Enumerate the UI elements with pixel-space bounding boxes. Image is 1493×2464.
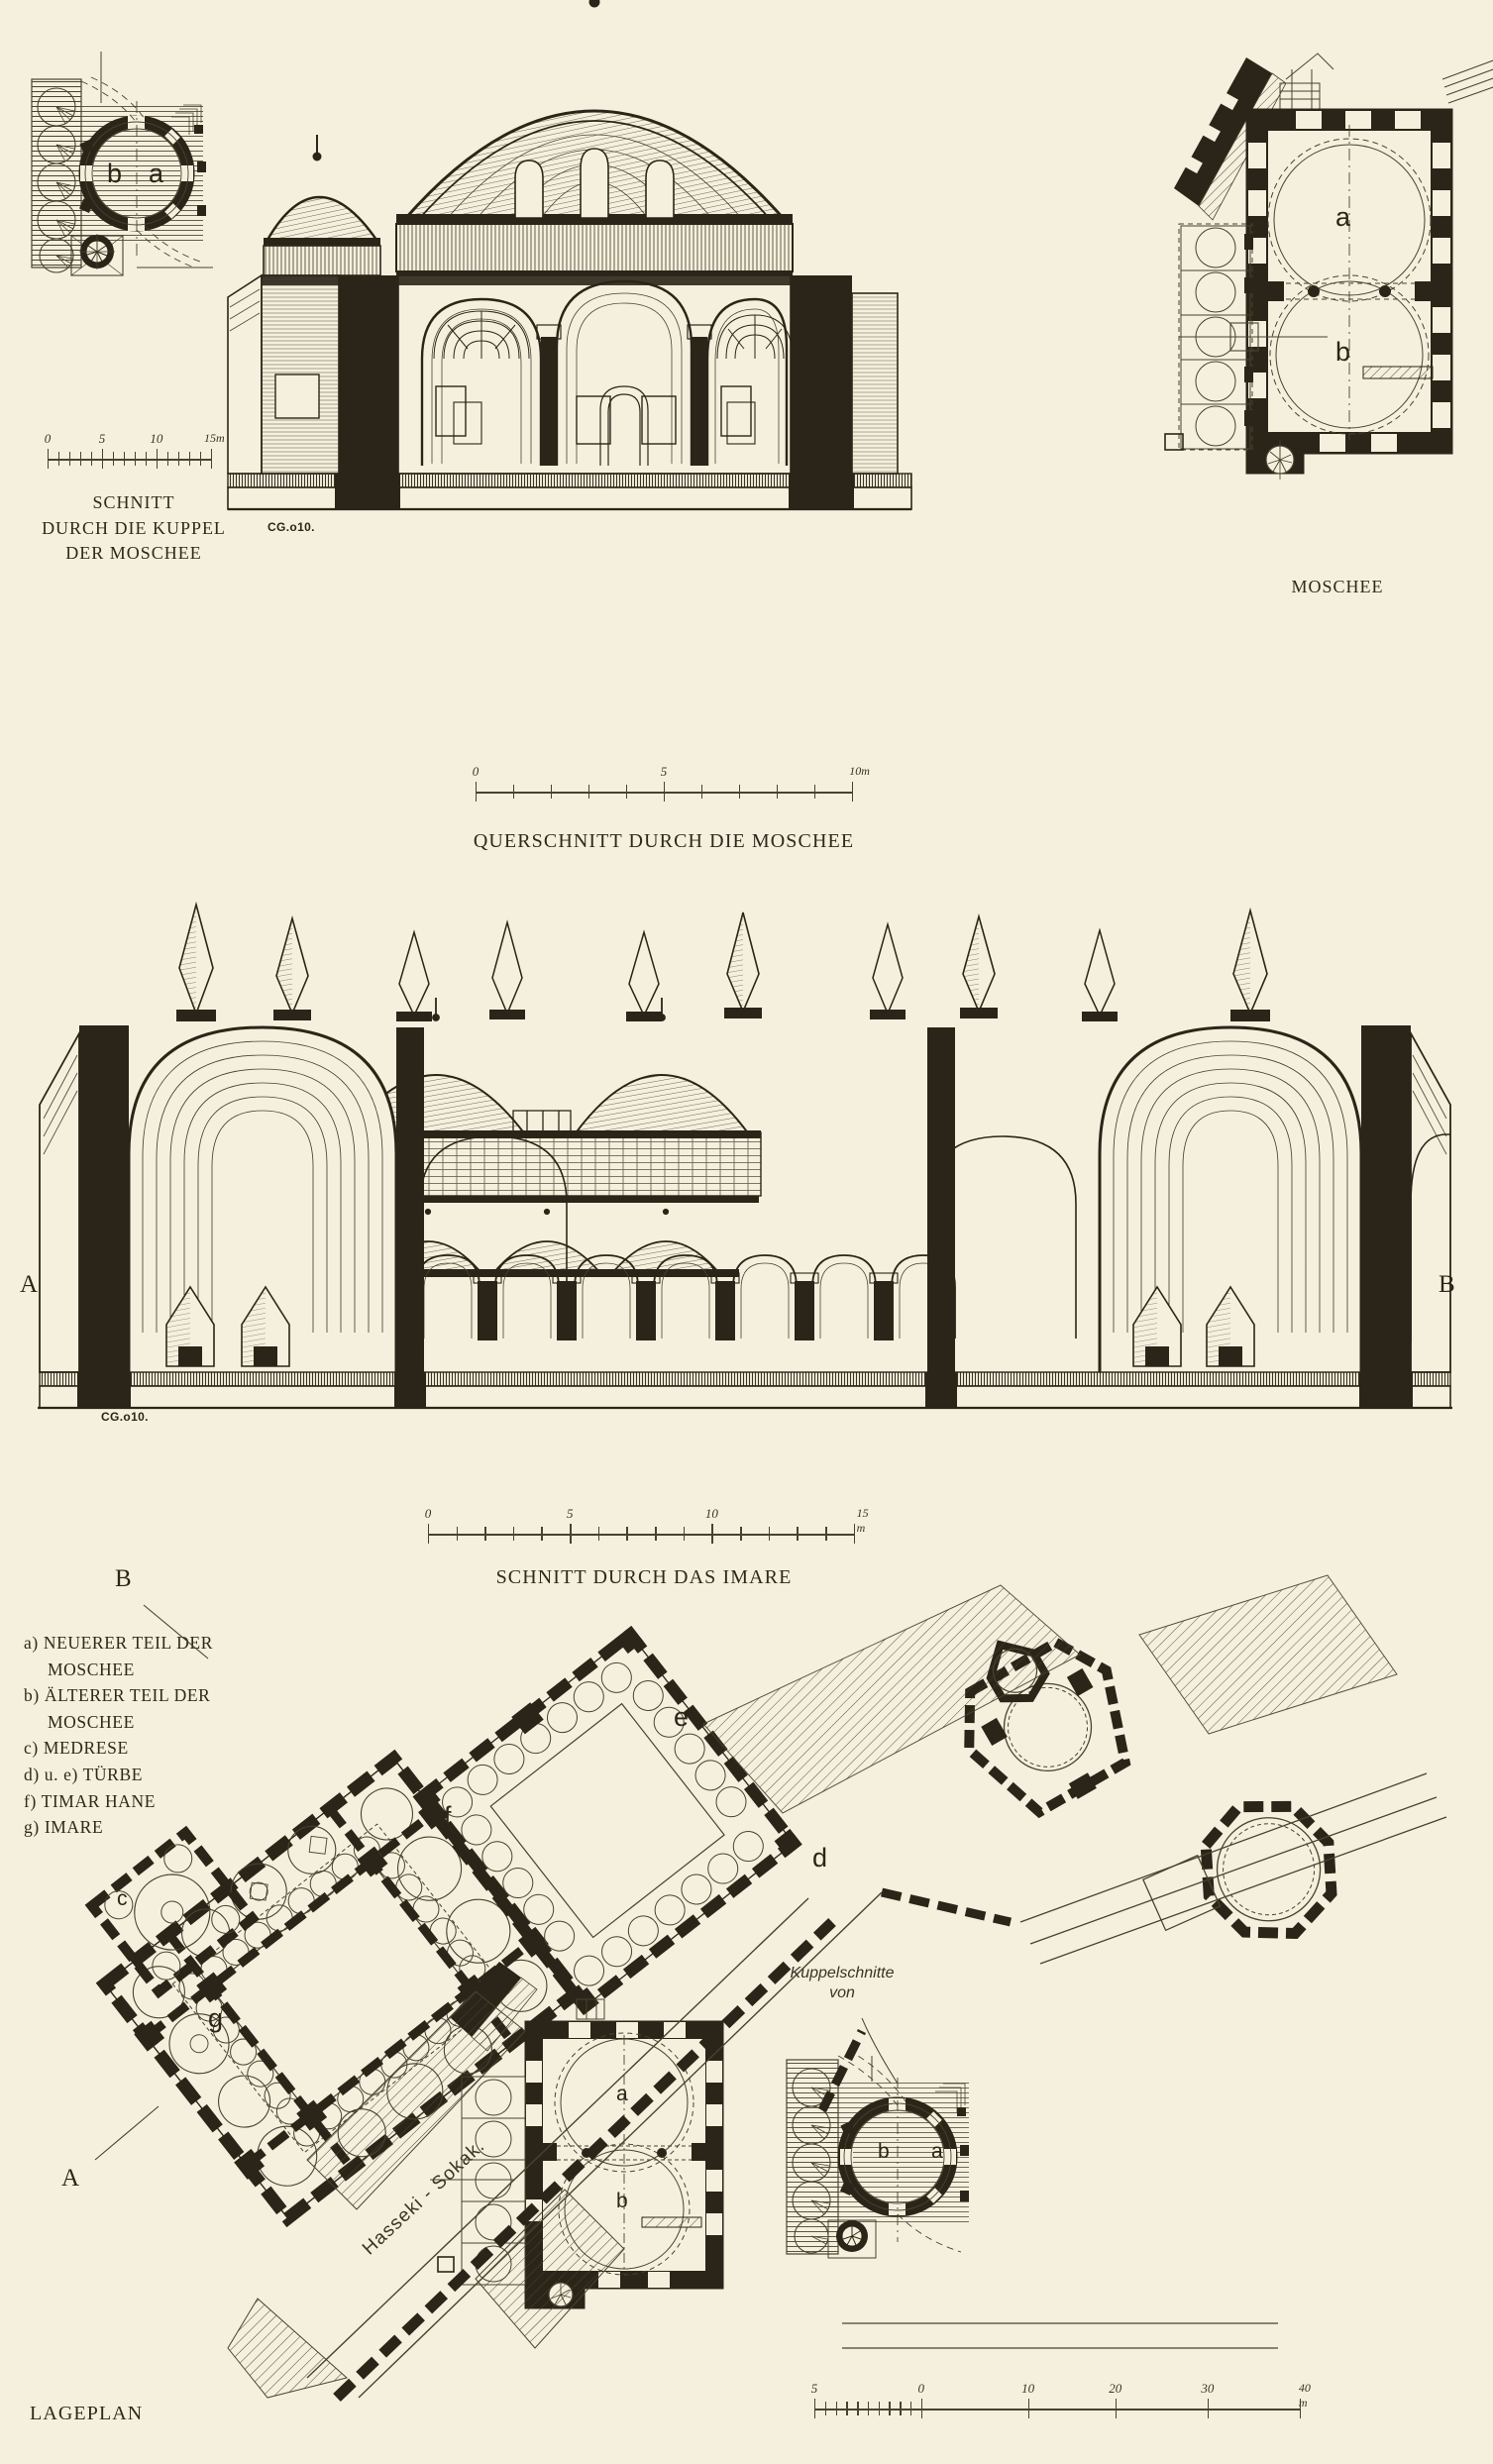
caption-line-1: SCHNITT <box>92 492 175 512</box>
legend-item-g: g) IMARE <box>24 1814 361 1841</box>
legend-key-c: c) <box>24 1738 39 1759</box>
caption-line-2: DURCH DIE KUPPEL <box>42 517 226 538</box>
mosque-plan-drawing <box>1164 53 1493 480</box>
legend-item-f: f) TIMAR HANE <box>24 1788 361 1815</box>
legend-text-b-2: MOSCHEE <box>48 1711 135 1732</box>
legend-key-b: b) <box>24 1685 40 1706</box>
room-label-c: c <box>117 1887 128 1910</box>
caption-mosque-plan: MOSCHEE <box>1291 577 1384 596</box>
artist-signature: CG.o10. <box>101 1410 149 1424</box>
scale-tick-10: 10 <box>704 1506 718 1521</box>
room-label-e: e <box>674 1702 690 1732</box>
scale-tick-10: 10m <box>849 764 870 778</box>
site-plan-drawing <box>84 1574 1447 2402</box>
artist-signature: CG.o10. <box>267 520 315 534</box>
scale-bar-site-plan: 5 0 10 20 30 40 m <box>811 2381 1311 2419</box>
legend-item-c: c) MEDRESE <box>24 1735 361 1762</box>
legend-key-g: g) <box>24 1817 40 1838</box>
legend-text-d-e: TÜRBE <box>82 1764 144 1784</box>
legend-key-a: a) <box>24 1633 39 1653</box>
scale-tick-15: 15m <box>203 431 225 445</box>
room-label-g: g <box>208 2003 224 2033</box>
inset-note-line-1: Kuppelschnitte <box>790 1965 895 1982</box>
room-label-a: a <box>149 159 164 188</box>
scale-tick-10: 10 <box>150 431 163 446</box>
scale-tick-20: 20 <box>1109 2381 1122 2396</box>
legend-text-b: ÄLTERER TEIL DER <box>44 1685 211 1706</box>
caption-dome-section: SCHNITT DURCH DIE KUPPEL DER MOSCHEE <box>20 490 248 567</box>
legend-text-c: MEDRESE <box>43 1738 129 1759</box>
imaret-section-drawing <box>38 901 1452 1410</box>
scale-tick-15: 15 m <box>856 1506 869 1535</box>
scale-bar-dome-section: 0 5 10 15m <box>45 431 225 470</box>
room-label-b-inset: b <box>878 2140 890 2163</box>
legend-text-f: TIMAR HANE <box>41 1790 157 1811</box>
scale-tick-40: 40 m <box>1298 2381 1311 2410</box>
room-label-a-inset: a <box>931 2140 943 2163</box>
room-label-f: f <box>444 1801 452 1831</box>
scale-tick-10: 10 <box>1021 2381 1035 2396</box>
legend-text-g: IMARE <box>44 1817 104 1838</box>
scale-tick-0: 0 <box>917 2381 925 2396</box>
room-label-b-site: b <box>616 2190 628 2212</box>
figure-imaret-section: CG.o10. A B <box>20 901 1466 1491</box>
figure-dome-section-plan: b a <box>10 20 258 297</box>
scale-tick-0: 0 <box>44 431 52 446</box>
legend-item-d-e: d) u. e) TÜRBE <box>24 1762 361 1788</box>
inset-note: Kuppelschnitte von <box>763 1964 921 2003</box>
caption-line-3: DER MOSCHEE <box>65 543 202 564</box>
room-label-b: b <box>107 159 123 188</box>
scale-bar-mosque-section: 0 5 10m <box>473 764 870 803</box>
inset-note-line-2: von <box>829 1984 855 2001</box>
section-mark-a: A <box>20 1271 39 1298</box>
legend-key-f: f) <box>24 1790 37 1811</box>
section-mark-b-site: B <box>115 1565 132 1592</box>
scale-tick-5: 5 <box>98 431 106 446</box>
legend-key-d-e: d) u. e) <box>24 1764 78 1784</box>
scale-tick-30: 30 <box>1201 2381 1215 2396</box>
room-label-b: b <box>1335 337 1351 367</box>
section-mark-a-site: A <box>61 2165 80 2192</box>
figure-mosque-plan: a b <box>1164 40 1493 535</box>
figure-mosque-cross-section: CG.o10. <box>227 0 1120 773</box>
caption-site-plan: LAGEPLAN <box>30 2403 144 2424</box>
legend-text-a-2: MOSCHEE <box>48 1659 135 1679</box>
scale-tick-0: 0 <box>472 764 480 779</box>
figure-site-plan: c g f e d a b b a Kuppelschnitte von Has… <box>10 1565 1486 2402</box>
dome-section-plan-drawing <box>31 52 213 276</box>
caption-mosque-cross-section: QUERSCHNITT DURCH DIE MOSCHEE <box>473 830 855 852</box>
room-label-a: a <box>1335 202 1351 232</box>
room-label-a-site: a <box>616 2083 628 2105</box>
legend-item-b: b) ÄLTERER TEIL DER <box>24 1682 361 1709</box>
scale-tick-5: 5 <box>810 2381 818 2396</box>
section-mark-b: B <box>1439 1271 1455 1298</box>
room-label-d: d <box>812 1843 828 1873</box>
scale-tick-5: 5 <box>566 1506 574 1521</box>
scale-bar-imaret-section: 0 5 10 15 m <box>425 1506 869 1545</box>
scale-tick-0: 0 <box>424 1506 432 1521</box>
mosque-cross-section-drawing <box>227 0 912 511</box>
scale-tick-5: 5 <box>660 764 668 779</box>
caption-imaret-section: SCHNITT DURCH DAS IMARE <box>495 1566 793 1588</box>
